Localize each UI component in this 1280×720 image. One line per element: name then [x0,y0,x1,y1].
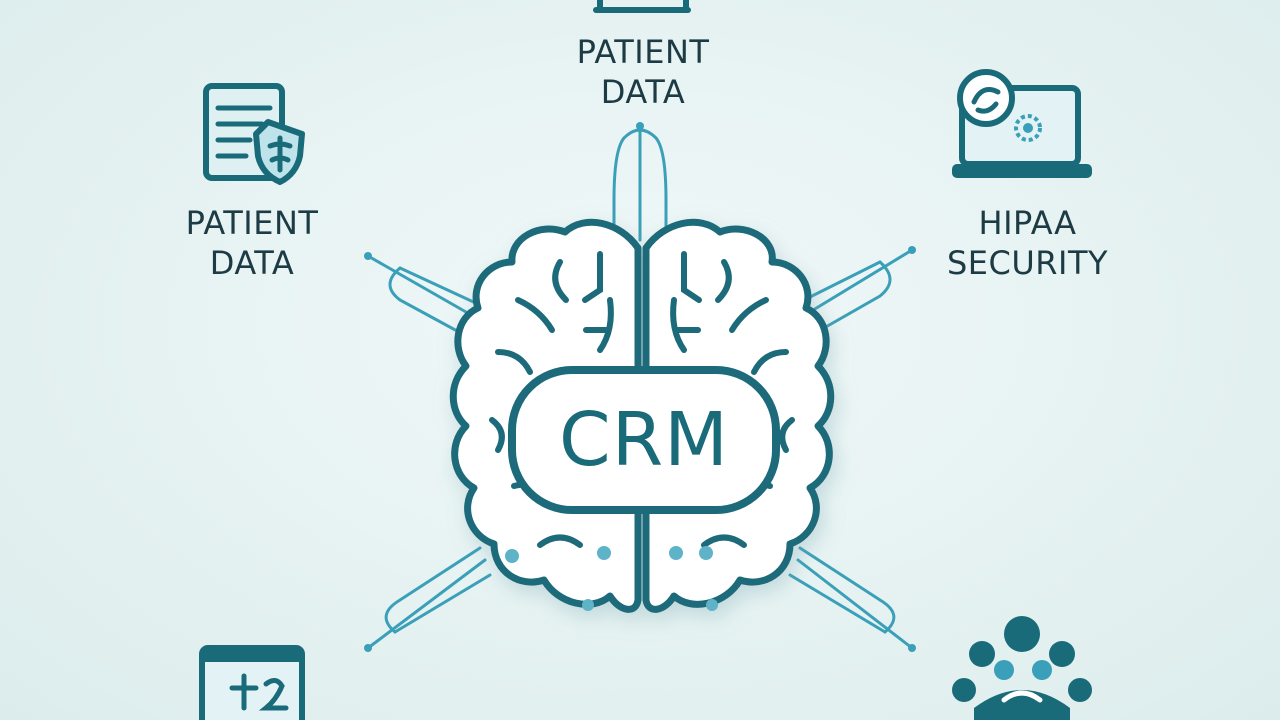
left-node-label-line2: DATA [209,244,295,282]
connector-lower-left [366,558,487,650]
top-node-label-line2: DATA [600,73,686,111]
connector-lower-right [796,558,914,650]
top-node-label-line1: PATIENT [576,33,710,71]
left-node-label: PATIENT DATA [162,203,342,283]
clipboard-icon [199,645,305,720]
right-node-label: HIPAA SECURITY [930,203,1125,283]
crm-center-label: CRM [559,397,729,483]
people-network-icon [952,616,1092,720]
left-node-label-line1: PATIENT [185,204,319,242]
right-node-label-line1: HIPAA [978,204,1077,242]
top-node-label: PATIENT DATA [548,32,738,112]
right-node-label-line2: SECURITY [946,244,1109,282]
document-shield-icon [203,83,305,185]
connector-upper-right [798,248,914,320]
laptop-security-icon [952,69,1092,178]
laptop-icon [593,0,691,13]
connector-upper-left [366,254,482,322]
